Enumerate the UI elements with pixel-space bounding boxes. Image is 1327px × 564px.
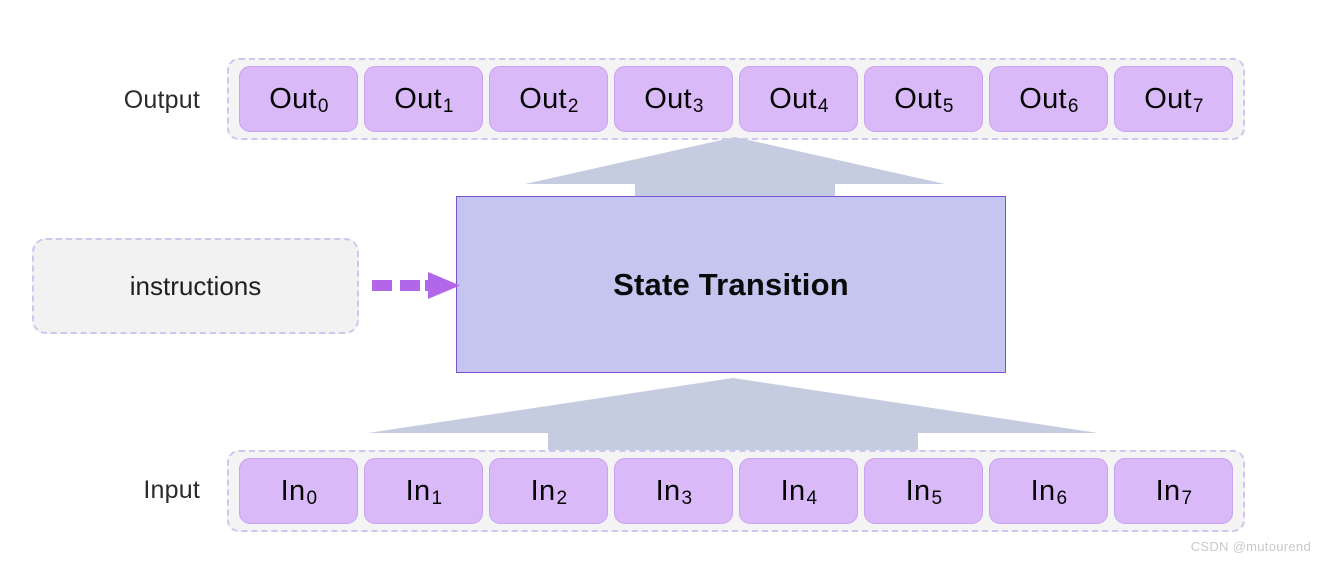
token-subscript: 1: [442, 95, 454, 117]
token-base: In: [655, 474, 681, 507]
token-subscript: 6: [1067, 95, 1079, 117]
token-subscript: 3: [692, 95, 704, 117]
input-to-state-arrow-icon: [368, 378, 1098, 454]
token-base: Out: [769, 82, 817, 115]
token-subscript: 4: [817, 95, 829, 117]
input-row-label: Input: [143, 476, 200, 504]
token-base: In: [1155, 474, 1181, 507]
token-base: In: [780, 474, 806, 507]
token-base: In: [280, 474, 306, 507]
watermark-text: CSDN @mutourend: [1190, 539, 1311, 554]
token-subscript: 2: [556, 487, 568, 509]
output-row-label: Output: [123, 86, 200, 114]
token-base: Out: [1144, 82, 1192, 115]
token-base: Out: [519, 82, 567, 115]
state-transition-title: State Transition: [613, 266, 849, 302]
token-subscript: 6: [1056, 487, 1068, 509]
token-base: In: [405, 474, 431, 507]
state-to-output-arrow-icon: [525, 137, 945, 199]
token-base: Out: [894, 82, 942, 115]
token-subscript: 1: [431, 487, 443, 509]
token-base: In: [530, 474, 556, 507]
token-subscript: 7: [1181, 487, 1193, 509]
instructions-label: instructions: [129, 270, 262, 301]
token-base: Out: [644, 82, 692, 115]
token-base: In: [905, 474, 931, 507]
token-subscript: 4: [806, 487, 818, 509]
token-subscript: 2: [567, 95, 579, 117]
instructions-arrow-icon: [372, 266, 462, 306]
token-subscript: 7: [1192, 95, 1204, 117]
token-subscript: 5: [942, 95, 954, 117]
token-base: Out: [269, 82, 317, 115]
state-transition-box[interactable]: State Transition: [456, 196, 1006, 373]
token-subscript: 0: [317, 95, 329, 117]
token-subscript: 0: [306, 487, 318, 509]
token-subscript: 5: [931, 487, 943, 509]
token-base: In: [1030, 474, 1056, 507]
instructions-box[interactable]: instructions: [32, 238, 359, 334]
token-subscript: 3: [681, 487, 693, 509]
token-base: Out: [394, 82, 442, 115]
token-base: Out: [1019, 82, 1067, 115]
